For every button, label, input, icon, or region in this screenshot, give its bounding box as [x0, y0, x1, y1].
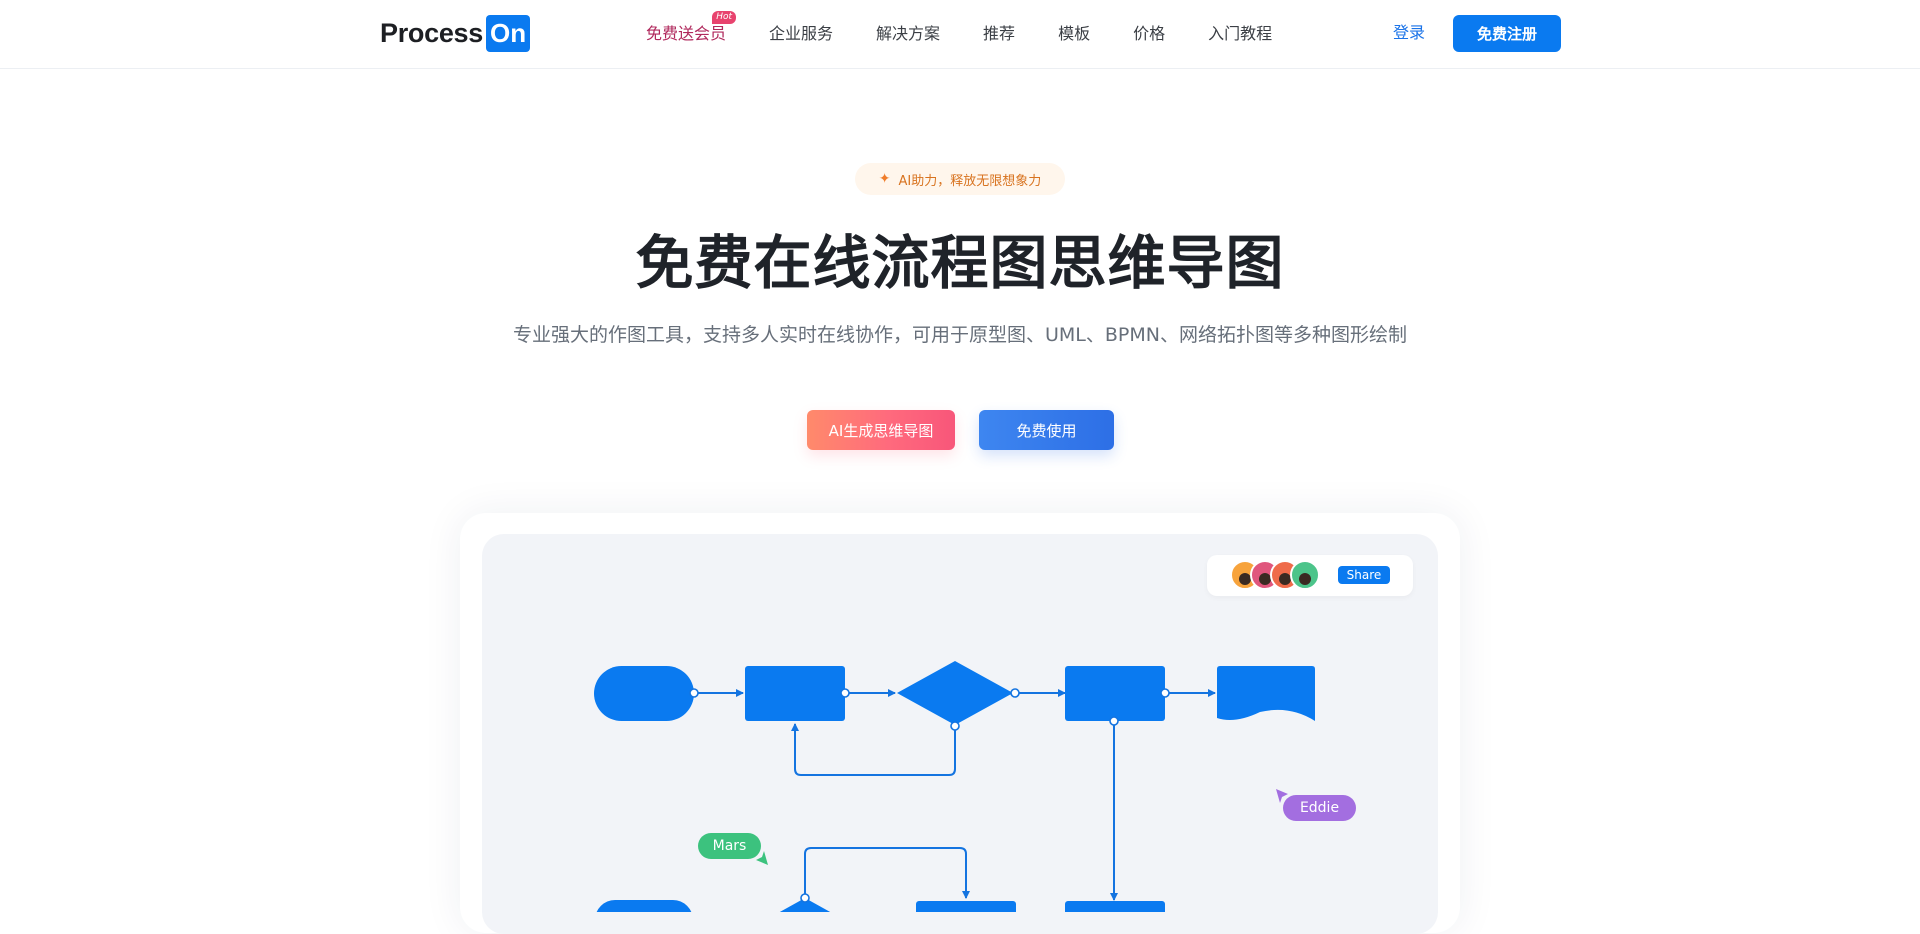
- eddie-cursor-icon: [1276, 789, 1288, 803]
- logo-badge: On: [485, 14, 531, 52]
- nav-item-recommend[interactable]: 推荐: [983, 22, 1015, 46]
- processon-logo[interactable]: Process On: [380, 14, 531, 52]
- avatar-icon: [1279, 573, 1291, 585]
- avatar-icon: [1259, 573, 1271, 585]
- ai-mindmap-button[interactable]: AI生成思维导图: [807, 410, 955, 450]
- nav-item-free-membership[interactable]: 免费送会员 Hot: [646, 11, 737, 46]
- ai-chip-label: AI助力，释放无限想象力: [898, 173, 1042, 189]
- nav-item-label: 价格: [1133, 24, 1166, 43]
- login-link[interactable]: 登录: [1393, 23, 1426, 42]
- avatar: [1290, 560, 1320, 590]
- eddie-cursor-label: Eddie: [1283, 795, 1356, 821]
- connection-point: [1109, 716, 1119, 726]
- branch-connector: [804, 847, 970, 899]
- terminator-shape: [596, 900, 692, 912]
- share-button[interactable]: Share: [1338, 566, 1390, 584]
- ai-feature-chip[interactable]: ✦ AI助力，释放无限想象力: [855, 163, 1065, 195]
- hot-badge: Hot: [712, 11, 737, 24]
- connection-point: [840, 688, 850, 698]
- nav-item-enterprise[interactable]: 企业服务: [769, 22, 833, 46]
- connection-point: [1010, 688, 1020, 698]
- loop-connector: [791, 723, 956, 776]
- nav-item-label: 模板: [1058, 24, 1091, 43]
- process-shape: [745, 666, 845, 721]
- document-shape: [1217, 666, 1315, 721]
- connection-point: [800, 893, 810, 903]
- avatar-icon: [1239, 573, 1251, 585]
- decision-shape: [779, 898, 831, 912]
- mars-cursor-label: Mars: [698, 833, 761, 859]
- terminator-shape: [594, 666, 694, 721]
- main-nav: 免费送会员 Hot 企业服务 解决方案 推荐 模板 价格 入门教程: [646, 11, 1315, 46]
- connection-point: [1160, 688, 1170, 698]
- nav-item-solutions[interactable]: 解决方案: [876, 22, 940, 46]
- nav-item-label: 企业服务: [769, 24, 834, 43]
- register-button[interactable]: 免费注册: [1453, 15, 1561, 52]
- hero-title: 免费在线流程图思维导图: [635, 229, 1285, 297]
- flowchart-diagram: [594, 661, 1315, 912]
- logo-text: Process: [380, 17, 483, 48]
- process-shape: [1065, 901, 1165, 912]
- connection-point: [689, 688, 699, 698]
- decision-shape: [897, 661, 1013, 725]
- demo-canvas: [482, 534, 1438, 934]
- mars-cursor-icon: [756, 851, 768, 865]
- nav-item-label: 解决方案: [876, 24, 941, 43]
- nav-item-label: 推荐: [983, 24, 1016, 43]
- nav-item-templates[interactable]: 模板: [1058, 22, 1090, 46]
- process-shape: [1065, 666, 1165, 721]
- nav-item-tutorial[interactable]: 入门教程: [1208, 22, 1272, 46]
- process-shape: [916, 901, 1016, 912]
- nav-item-label: 免费送会员: [646, 24, 727, 43]
- avatar-icon: [1299, 573, 1311, 585]
- sparkle-icon: ✦: [878, 171, 891, 187]
- free-use-button[interactable]: 免费使用: [979, 410, 1114, 450]
- nav-item-label: 入门教程: [1208, 24, 1273, 43]
- hero-subtitle: 专业强大的作图工具，支持多人实时在线协作，可用于原型图、UML、BPMN、网络拓…: [513, 324, 1407, 346]
- top-navigation-bar: Process On 免费送会员 Hot 企业服务 解决方案 推荐 模板 价格 …: [0, 0, 1920, 69]
- connection-point: [950, 721, 960, 731]
- nav-item-pricing[interactable]: 价格: [1133, 22, 1165, 46]
